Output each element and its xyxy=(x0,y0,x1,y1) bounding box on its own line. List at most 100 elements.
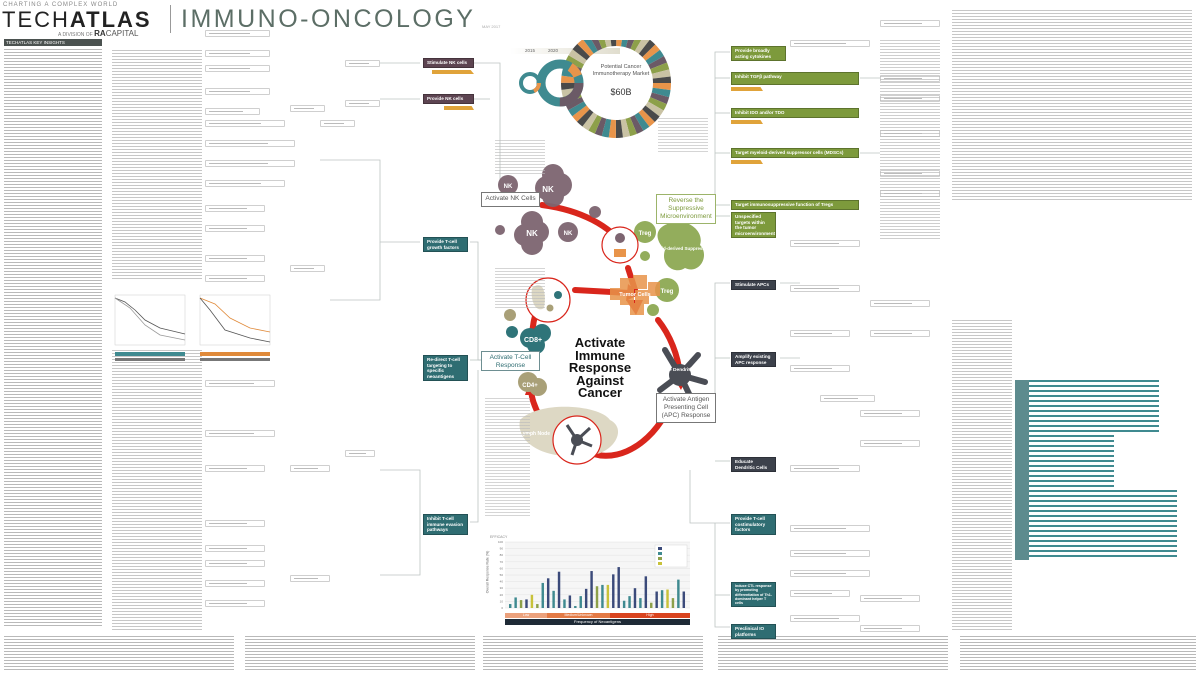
branch-inhibit-t-cell-immune-evasion[interactable]: Inhibit T-cell immune evasion pathways xyxy=(423,514,468,535)
hub-reverse-suppressive-microenvironment[interactable]: Reverse the Suppressive Microenvironment xyxy=(656,194,716,224)
efficacy-bar xyxy=(563,599,566,608)
branch-t-cell-costimulatory[interactable]: Provide T-cell costimulatory factors xyxy=(731,514,776,535)
y-tick-label: 10 xyxy=(500,599,504,603)
detail-node xyxy=(320,120,355,127)
detail-node xyxy=(205,140,295,147)
hub-activate-t-cell-response[interactable]: Activate T-Cell Response xyxy=(481,351,540,371)
branch-provide-nk-cells[interactable]: Provide NK cells xyxy=(423,94,474,104)
efficacy-bar xyxy=(590,571,593,608)
center-title-line: Response xyxy=(568,360,632,375)
footer-text-4 xyxy=(718,636,948,672)
y-tick-label: 70 xyxy=(500,560,504,564)
donut-segment xyxy=(536,59,584,107)
efficacy-bar xyxy=(514,597,517,608)
dendritic-label: Mature Dendritic Cell xyxy=(656,367,704,373)
efficacy-bar xyxy=(633,588,637,608)
stage-tag xyxy=(444,106,474,110)
nk-label: NK xyxy=(526,229,538,238)
detail-node xyxy=(790,525,870,532)
insights-text xyxy=(4,49,102,628)
efficacy-bar xyxy=(655,591,658,608)
right-table-1 xyxy=(952,10,1192,200)
branch-target-tregs[interactable]: Target immunosuppressive function of Tre… xyxy=(731,200,859,210)
detail-node xyxy=(345,60,380,67)
footer-text-3 xyxy=(483,636,703,672)
legend-swatch xyxy=(658,552,662,555)
branch-stimulate-apcs[interactable]: Stimulate APCs xyxy=(731,280,776,290)
branch-target-mdscs[interactable]: Target myeloid-derived suppressor cells … xyxy=(731,148,859,158)
efficacy-x-label: Frequency of Neoantigens xyxy=(505,619,690,625)
center-title-line: Activate xyxy=(574,335,626,350)
detail-node xyxy=(205,465,265,472)
branch-induce-ctl-response[interactable]: Induce CTL response by promoting differe… xyxy=(731,582,776,608)
efficacy-bar xyxy=(677,579,680,608)
efficacy-bar xyxy=(671,598,675,608)
logo-light: TECH xyxy=(2,7,70,32)
efficacy-bar xyxy=(682,591,686,608)
detail-node xyxy=(290,105,325,112)
legend xyxy=(654,544,688,568)
detail-node xyxy=(205,205,265,212)
branch-provide-t-cell-growth-factors[interactable]: Provide T-cell growth factors xyxy=(423,237,468,252)
detail-node xyxy=(205,65,270,72)
efficacy-bar xyxy=(612,574,615,608)
branch-preclinical-io[interactable]: Preclinical IO platforms xyxy=(731,624,776,639)
efficacy-bar xyxy=(584,588,588,608)
header-divider xyxy=(170,5,171,33)
efficacy-bar xyxy=(546,578,550,608)
y-tick-label: 60 xyxy=(500,566,504,570)
footer-text-2 xyxy=(245,636,475,672)
donut-segment xyxy=(561,40,671,138)
stage-tag xyxy=(731,120,763,124)
footer-text-5 xyxy=(960,636,1196,672)
detail-node xyxy=(790,40,870,47)
detail-node xyxy=(205,520,265,527)
efficacy-bar xyxy=(530,594,534,608)
nk-tumor-synapse-circle xyxy=(601,226,639,264)
efficacy-bar xyxy=(519,600,523,608)
detail-node xyxy=(790,615,860,622)
market-value: $60B xyxy=(610,87,632,97)
branch-inhibit-tgfb[interactable]: Inhibit TGFβ pathway xyxy=(731,72,859,85)
division-label: A DIVISION OF xyxy=(58,32,93,38)
detail-node xyxy=(290,265,325,272)
y-tick-label: 100 xyxy=(498,540,503,544)
detail-node xyxy=(860,410,920,417)
legend-swatch xyxy=(658,557,662,560)
detail-node xyxy=(870,330,930,337)
detail-node xyxy=(790,330,850,337)
efficacy-bar xyxy=(595,586,599,608)
hub-activate-apc-response[interactable]: Activate Antigen Presenting Cell (APC) R… xyxy=(656,393,716,423)
detail-node xyxy=(790,465,860,472)
efficacy-bar xyxy=(552,590,555,608)
treg-cells xyxy=(634,221,705,316)
stage-tag xyxy=(731,160,763,164)
detail-node xyxy=(345,100,380,107)
nk-label: NK xyxy=(504,184,513,190)
branch-inhibit-ido-tdo[interactable]: Inhibit IDO and/or TDO xyxy=(731,108,859,118)
branch-unspecified-targets[interactable]: Unspecified targets within the tumor mic… xyxy=(731,212,776,238)
detail-node xyxy=(860,440,920,447)
hub-activate-nk-cells[interactable]: Activate NK Cells xyxy=(481,192,540,207)
tagline: CHARTING A COMPLEX WORLD xyxy=(3,2,119,8)
donut-segment xyxy=(561,40,671,138)
branch-redirect-t-cell-targeting[interactable]: Re-direct T-cell targeting to specific n… xyxy=(423,355,468,381)
efficacy-bar xyxy=(601,584,604,608)
y-tick-label: 20 xyxy=(500,593,504,597)
group-high: High xyxy=(610,613,690,618)
right-bar-chart-band xyxy=(1015,380,1029,560)
techatlas-logo: TECHATLAS xyxy=(2,7,152,32)
branch-stimulate-nk-cells[interactable]: Stimulate NK cells xyxy=(423,58,474,68)
branch-broadly-acting-cytokines[interactable]: Provide broadly acting cytokines xyxy=(731,46,786,61)
tumor-cells xyxy=(610,275,660,315)
detail-node xyxy=(790,570,870,577)
market-label: Potential Cancer Immunotherapy Market xyxy=(592,64,650,77)
efficacy-bar xyxy=(509,604,512,608)
center-title-line: Cancer xyxy=(577,385,623,400)
branch-amplify-apc-response[interactable]: Amplify existing APC response xyxy=(731,352,776,367)
branch-educate-dendritic-cells[interactable]: Educate Dendritic Cells xyxy=(731,457,776,472)
detail-node xyxy=(345,450,375,457)
racapital-bold: RA xyxy=(94,29,106,38)
detail-node xyxy=(860,595,920,602)
